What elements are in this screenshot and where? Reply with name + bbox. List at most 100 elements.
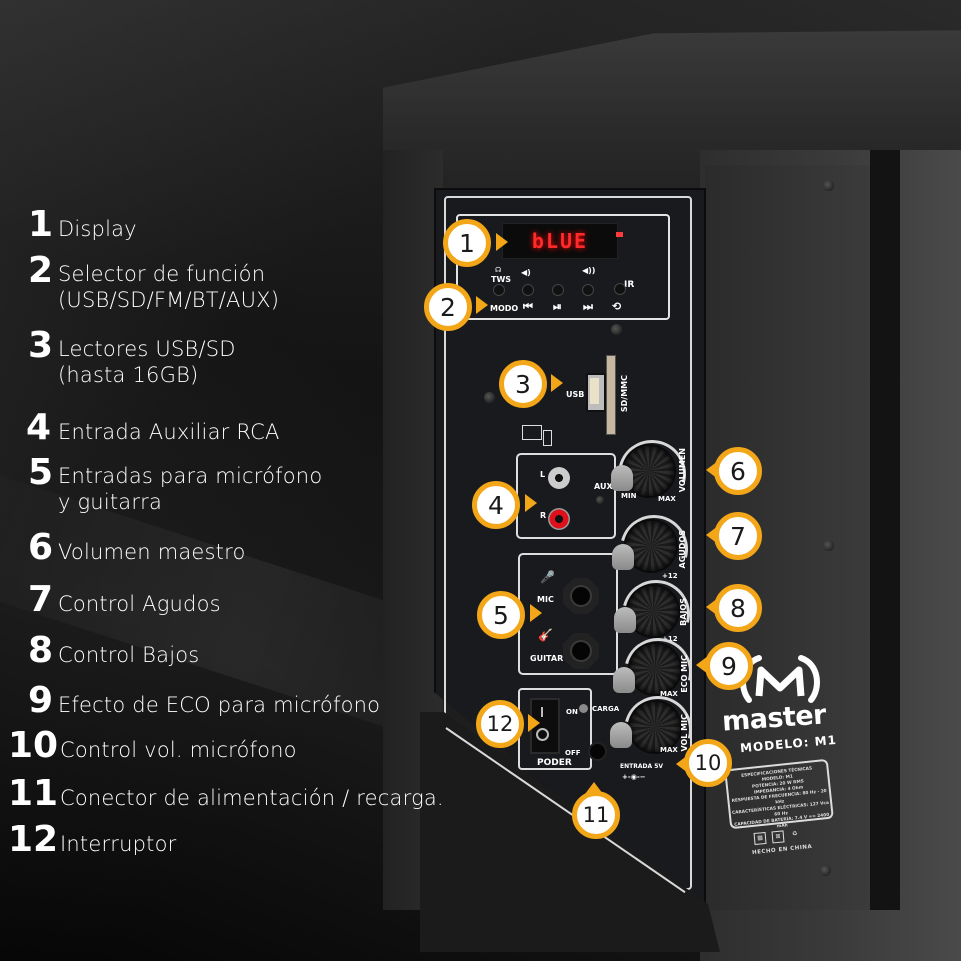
legend-number: 3 (28, 325, 54, 366)
callout-pointer (476, 296, 488, 314)
legend-label: Control Bajos (58, 643, 200, 667)
mic-volume-knob[interactable] (630, 702, 680, 752)
legend-label: Lectores USB/SD (hasta 16GB) (58, 336, 236, 388)
aux-3-5mm-jack[interactable] (596, 496, 604, 504)
volume-label: VOLUMEN (678, 448, 687, 493)
mic-volume-label: VOL MIC (680, 714, 689, 752)
legend-item-4: 4 Entrada Auxiliar RCA (26, 410, 280, 446)
repeat-icon: ⟲ (612, 300, 622, 313)
rca-right-jack[interactable] (548, 508, 570, 530)
legend-label: Control vol. micrófono (60, 738, 297, 762)
mic-jack[interactable] (563, 578, 599, 614)
devices-icon (522, 425, 542, 440)
guitar-icon: 🎸 (538, 628, 553, 642)
prev-button[interactable] (523, 285, 533, 295)
legend-label: Volumen maestro (58, 540, 246, 564)
mic-volume-max-label: MAX (660, 746, 678, 754)
echo-mic-knob[interactable] (630, 644, 680, 694)
dc-input-jack[interactable] (590, 744, 605, 759)
echo-max-label: MAX (660, 690, 678, 698)
callout-11: 11 (572, 791, 620, 839)
legend-item-8: 8 Control Bajos (28, 633, 199, 669)
treble-label: AGUDOS (678, 530, 687, 569)
volume-up-icon: ◀)) (582, 266, 596, 275)
mode-button[interactable] (494, 285, 504, 295)
devices-icon-tablet (543, 430, 552, 446)
tws-label: TWS (491, 275, 512, 284)
play-pause-button[interactable] (553, 285, 563, 295)
legend-item-2: 2 Selector de función (USB/SD/FM/BT/AUX) (28, 253, 279, 313)
volume-knob-cap (611, 465, 633, 491)
charge-led (579, 704, 588, 713)
sd-card-slot[interactable] (606, 355, 616, 435)
mic-volume-knob-cap (610, 722, 632, 748)
repeat-button[interactable] (615, 284, 625, 294)
bass-knob[interactable] (628, 586, 678, 636)
recycle-icon: ♻ (791, 830, 798, 838)
switch-on-label: ON (566, 708, 578, 716)
screw-icon (823, 180, 834, 191)
legend-label-line: Lectores USB/SD (58, 337, 236, 361)
tws-icon: ☊ (495, 266, 502, 274)
display-indicator (616, 232, 623, 237)
mode-label: MODO (490, 304, 519, 313)
guitar-jack[interactable] (563, 633, 599, 669)
switch-off-mark-icon (536, 728, 549, 741)
volume-down-icon: ◀) (521, 268, 531, 277)
display-module (456, 214, 670, 320)
legend-label-line: Entradas para micrófono (58, 464, 323, 488)
echo-label: ECO MIC (680, 655, 689, 693)
treble-knob-cap (612, 544, 634, 570)
legend-number: 8 (28, 630, 54, 671)
callout-8: 8 (714, 584, 762, 632)
legend-label: Control Agudos (58, 592, 221, 616)
legend-label: Interruptor (60, 832, 177, 856)
legend-item-3: 3 Lectores USB/SD (hasta 16GB) (28, 328, 236, 388)
volume-min-label: MIN (621, 492, 637, 500)
legend-item-6: 6 Volumen maestro (28, 530, 246, 566)
led-display: bLUE (502, 223, 618, 259)
legend-item-11: 11 Conector de alimentación / recarga. (8, 776, 444, 812)
callout-pointer (528, 714, 540, 732)
screw-icon (823, 540, 834, 551)
callout-pointer (530, 604, 542, 622)
switch-off-label: OFF (565, 749, 581, 757)
bass-knob-cap (614, 607, 636, 633)
screw-icon (484, 392, 495, 403)
legend-number: 2 (28, 250, 54, 291)
aux-right-label: R (540, 511, 547, 520)
legend-number: 11 (8, 773, 59, 814)
usb-port-inner (590, 378, 599, 404)
mic-label: MIC (537, 595, 554, 604)
screw-icon (820, 865, 831, 876)
callout-6: 6 (714, 447, 762, 495)
callout-2: 2 (424, 283, 472, 331)
legend-label-line: Selector de función (58, 262, 266, 286)
legend-item-10: 10 Control vol. micrófono (8, 728, 297, 764)
legend-item-12: 12 Interruptor (8, 822, 176, 858)
callout-1: 1 (443, 219, 491, 267)
treble-knob[interactable] (626, 521, 676, 571)
callout-pointer (525, 494, 537, 512)
legend-number: 12 (8, 819, 59, 860)
callout-pointer (496, 233, 508, 251)
aux-left-label: L (540, 470, 546, 479)
callout-10: 10 (684, 739, 732, 787)
charge-label: CARGA (592, 705, 620, 713)
callout-3: 3 (499, 360, 547, 408)
callout-7: 7 (714, 512, 762, 560)
legend-label: Conector de alimentación / recarga. (60, 786, 444, 810)
legend-label-line: y guitarra (58, 490, 163, 514)
callout-4: 4 (472, 481, 520, 529)
legend-label-line: (hasta 16GB) (58, 363, 199, 387)
legend-label: Display (58, 217, 137, 241)
usb-label: USB (566, 390, 585, 399)
dc-input-label: ENTRADA 5V (620, 763, 664, 770)
legend-number: 6 (28, 527, 54, 568)
legend-number: 5 (28, 452, 54, 493)
next-button[interactable] (583, 285, 593, 295)
legend-label: Entradas para micrófono y guitarra (58, 463, 322, 515)
legend-number: 1 (28, 204, 54, 245)
rca-left-jack[interactable] (548, 467, 570, 489)
sd-label: SD/MMC (620, 375, 629, 413)
